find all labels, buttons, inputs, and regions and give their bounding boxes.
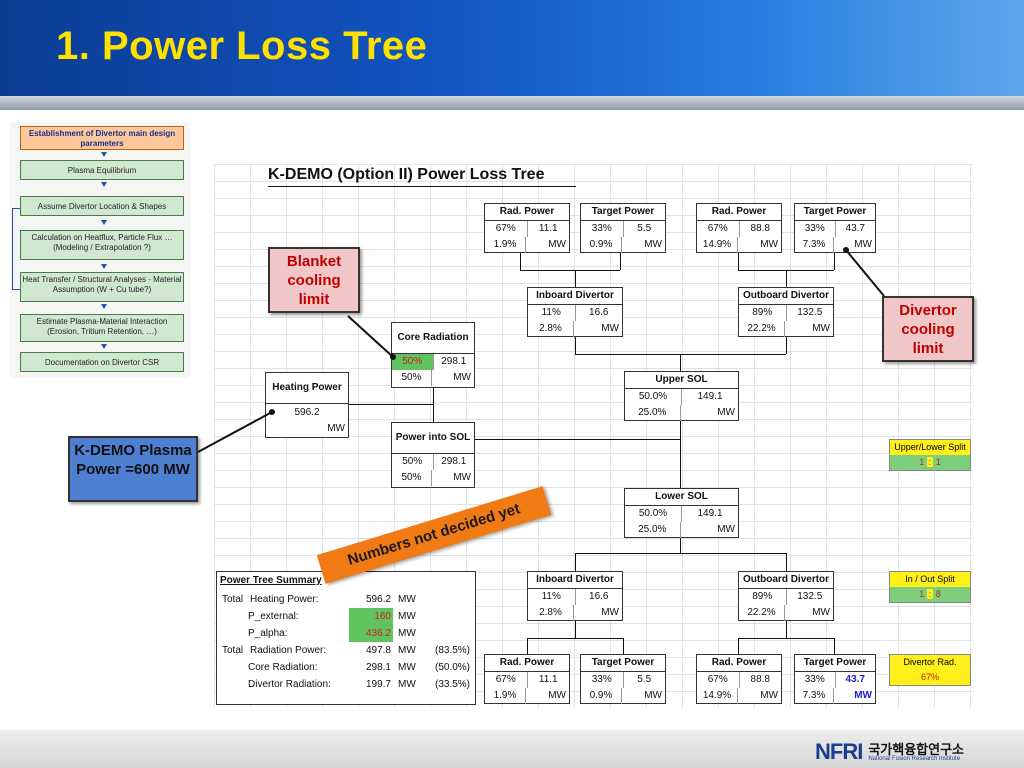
- connector: [275, 404, 433, 405]
- top-target-power-right: Target Power 33%43.7 7.3%MW: [794, 203, 876, 253]
- connector: [433, 388, 434, 422]
- connector: [786, 553, 787, 571]
- flow-step-5: Heat Transfer / Structural Analyses - Ma…: [20, 272, 184, 302]
- divertor-cooling-callout: Divertor cooling limit: [882, 296, 974, 362]
- core-radiation-box: Core Radiation 50%298.1 50%MW: [391, 322, 475, 388]
- connector: [575, 553, 786, 554]
- connector: [786, 270, 787, 287]
- header-banner: 1. Power Loss Tree: [0, 0, 1024, 105]
- connector: [738, 638, 739, 654]
- power-into-sol-box: Power into SOL 50%298.1 50%MW: [391, 422, 475, 488]
- summary-row: P_external: 160 MW: [217, 608, 475, 625]
- connector: [834, 638, 835, 654]
- upper-inboard-divertor: Inboard Divertor 11%16.6 2.8%MW: [527, 287, 623, 337]
- connector: [527, 638, 528, 654]
- flow-arrow: [101, 264, 107, 269]
- connector: [575, 621, 576, 638]
- connector: [680, 354, 681, 489]
- summary-row: Total Heating Power: 596.2 MW: [222, 594, 416, 605]
- connector: [680, 537, 681, 553]
- flow-arrow: [101, 304, 107, 309]
- flow-step-1: Establishment of Divertor main design pa…: [20, 126, 184, 150]
- slide-title: 1. Power Loss Tree: [56, 24, 428, 68]
- summary-row: Core Radiation: 298.1 MW (50.0%): [248, 662, 471, 673]
- nfri-korean-name: 국가핵융합연구소: [868, 741, 965, 757]
- lower-inboard-divertor: Inboard Divertor 11%16.6 2.8%MW: [527, 571, 623, 621]
- flow-step-3: Assume Divertor Location & Shapes: [20, 196, 184, 216]
- connector: [623, 638, 624, 654]
- flow-step-7: Documentation on Divertor CSR: [20, 352, 184, 372]
- flow-arrow: [101, 344, 107, 349]
- connector: [575, 354, 786, 355]
- nfri-logo-mark: NFRI: [815, 739, 863, 764]
- blanket-cooling-callout: Blanket cooling limit: [268, 247, 360, 313]
- top-rad-power-left: Rad. Power 67%11.1 1.9%MW: [484, 203, 570, 253]
- sheet-title: K-DEMO (Option II) Power Loss Tree: [268, 166, 545, 183]
- nfri-english-name: National Fusion Research Institute: [868, 755, 961, 762]
- connector: [575, 270, 576, 287]
- summary-row: Divertor Radiation: 199.7 MW (33.5%): [248, 679, 471, 690]
- heating-power-box: Heating Power 596.2 MW: [265, 372, 349, 438]
- connector: [575, 553, 576, 571]
- bottom-target-power-right: Target Power 33%43.7 7.3%MW: [794, 654, 876, 704]
- summary-row: Total Radiation Power: 497.8 MW (83.5%): [222, 645, 471, 656]
- flow-step-2: Plasma Equilibrium: [20, 160, 184, 180]
- summary-row: P_alpha: 436.2 MW: [217, 625, 475, 642]
- upper-lower-split-box: Upper/Lower Split 1 : 1: [889, 439, 971, 471]
- connector: [786, 337, 787, 354]
- flow-step-4: Calculation on Heatflux, Particle Flux ……: [20, 230, 184, 260]
- connector: [834, 253, 835, 270]
- header-band: [0, 96, 1024, 110]
- power-tree-summary: Power Tree Summary Total Heating Power: …: [216, 571, 476, 705]
- sheet-title-underline: [268, 186, 576, 187]
- flow-arrow: [101, 152, 107, 157]
- connector: [527, 638, 623, 639]
- bottom-target-power-left: Target Power 33%5.5 0.9%MW: [580, 654, 666, 704]
- lower-outboard-divertor: Outboard Divertor 89%132.5 22.2%MW: [738, 571, 834, 621]
- lower-sol-box: Lower SOL 50.0%149.1 25.0%MW: [624, 488, 739, 538]
- connector: [520, 253, 521, 270]
- bottom-rad-power-left: Rad. Power 67%11.1 1.9%MW: [484, 654, 570, 704]
- top-target-power-left: Target Power 33%5.5 0.9%MW: [580, 203, 666, 253]
- divertor-rad-box: Divertor Rad. 67%: [889, 654, 971, 686]
- connector: [786, 621, 787, 638]
- upper-sol-box: Upper SOL 50.0%149.1 25.0%MW: [624, 371, 739, 421]
- connector: [575, 337, 576, 354]
- upper-outboard-divertor: Outboard Divertor 89%132.5 22.2%MW: [738, 287, 834, 337]
- top-rad-power-right: Rad. Power 67%88.8 14.9%MW: [696, 203, 782, 253]
- kdemo-plasma-power-callout: K-DEMO Plasma Power =600 MW: [68, 436, 198, 502]
- flow-arrow: [101, 182, 107, 187]
- nfri-logo: NFRI 국가핵융합연구소 National Fusion Research I…: [815, 738, 964, 766]
- connector: [475, 439, 680, 440]
- bottom-rad-power-right: Rad. Power 67%88.8 14.9%MW: [696, 654, 782, 704]
- flow-feedback-loop: [12, 208, 20, 290]
- connector: [738, 253, 739, 270]
- connector: [738, 638, 834, 639]
- connector: [520, 270, 620, 271]
- flow-arrow: [101, 220, 107, 225]
- design-flowchart: Establishment of Divertor main design pa…: [10, 122, 190, 378]
- in-out-split-box: In / Out Split 1 : 8: [889, 571, 971, 603]
- connector: [620, 253, 621, 270]
- flow-step-6: Estimate Plasma-Material Interaction (Er…: [20, 314, 184, 342]
- footer-bar: [0, 730, 1024, 768]
